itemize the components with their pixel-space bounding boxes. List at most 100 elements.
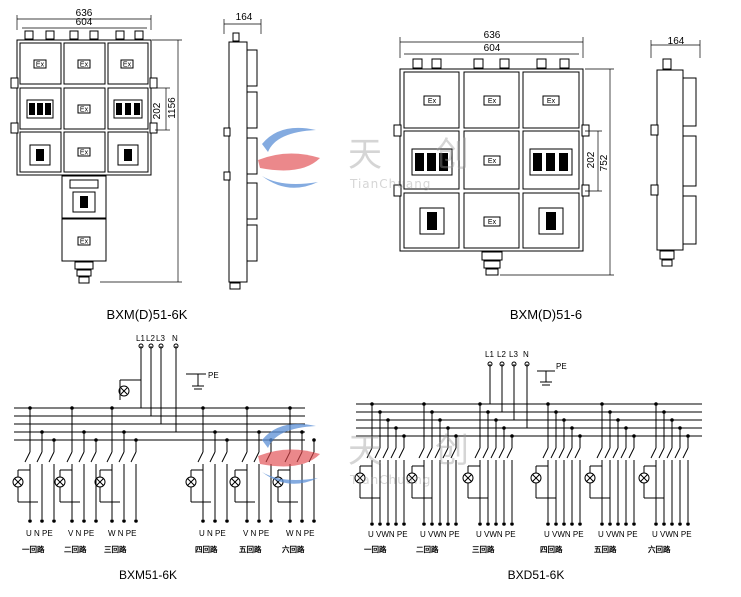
terminal-labels: U VWN PE	[598, 530, 638, 539]
dim-202-a: 202	[152, 102, 163, 119]
switch-contact	[390, 447, 397, 459]
pe-label: PE	[208, 371, 219, 380]
terminal-dot	[82, 519, 86, 523]
switch-contact	[382, 447, 389, 459]
terminal-dot	[94, 519, 98, 523]
switch-contact	[130, 451, 137, 463]
switch-contact	[482, 447, 489, 459]
terminal-dot	[288, 519, 292, 523]
dim-636-b: 636	[484, 30, 501, 41]
terminal-dot	[662, 522, 666, 526]
terminal-dot	[454, 522, 458, 526]
terminal-labels: U VWN PE	[476, 530, 516, 539]
ex-label: Ex	[80, 62, 89, 69]
switch-contact	[474, 447, 481, 459]
dim-202-b: 202	[586, 151, 597, 168]
circuit-2: V N PE 二回路	[54, 406, 98, 554]
watermark-top: 天 创 TianChuang	[258, 127, 469, 191]
switch-contact	[78, 451, 85, 463]
terminal-dot	[422, 522, 426, 526]
watermark-cn-2: 创	[435, 135, 469, 175]
terminal-dot	[616, 522, 620, 526]
circuit-name: 五回路	[239, 544, 262, 554]
terminal-dot	[438, 522, 442, 526]
terminal-dot	[52, 519, 56, 523]
bxmd-6-front-view: 636 604 Ex Ex Ex Ex Ex	[393, 30, 614, 322]
terminal-dot	[370, 522, 374, 526]
circuit-name: 二回路	[416, 544, 439, 554]
ex-label: Ex	[123, 62, 132, 69]
switch-contact	[596, 447, 603, 459]
circuit-name: 四回路	[540, 544, 563, 554]
switch-contact	[604, 447, 611, 459]
switch-contact	[374, 447, 381, 459]
ex-label: Ex	[488, 219, 497, 226]
circuit-name: 一回路	[22, 544, 45, 554]
terminal-dot	[546, 522, 550, 526]
switch-contact	[66, 451, 73, 463]
terminal-dot	[201, 519, 205, 523]
terminal-dot	[486, 522, 490, 526]
switch-contact	[209, 451, 216, 463]
terminal-dot	[402, 522, 406, 526]
terminal-dot	[600, 522, 604, 526]
bus-label-l1: L1	[485, 350, 494, 359]
switch-contact	[506, 447, 513, 459]
terminal-dot	[446, 522, 450, 526]
switch-contact	[418, 447, 425, 459]
switch-contact	[566, 447, 573, 459]
terminal-dot	[430, 522, 434, 526]
terminal-dot	[269, 519, 273, 523]
switch-contact	[612, 447, 619, 459]
terminal-dot	[394, 522, 398, 526]
terminal-dot	[578, 522, 582, 526]
watermark-en: TianChuang	[349, 473, 431, 487]
switch-contact	[450, 447, 457, 459]
terminal-dot	[245, 519, 249, 523]
switch-contact	[90, 451, 97, 463]
bus-label-l2: L2	[497, 350, 506, 359]
terminal-dot	[624, 522, 628, 526]
terminal-dot	[562, 522, 566, 526]
circuit-name: 二回路	[64, 544, 87, 554]
switch-contact	[36, 451, 43, 463]
switch-contact	[550, 447, 557, 459]
watermark-cn-1: 天	[348, 135, 382, 175]
terminal-dot	[478, 522, 482, 526]
switch-contact	[442, 447, 449, 459]
bus-label-n: N	[172, 334, 178, 343]
dim-752: 752	[599, 154, 610, 171]
bxmd-6k-front-view: 636 604 Ex Ex Ex Ex Ex	[10, 8, 188, 322]
terminal-dot	[570, 522, 574, 526]
ex-label: Ex	[547, 98, 556, 105]
switch-contact	[197, 451, 204, 463]
switch-contact	[658, 447, 665, 459]
dim-636-a: 636	[76, 8, 93, 19]
bus-label-l3: L3	[156, 334, 165, 343]
dim-1156: 1156	[167, 97, 178, 119]
switch-contact	[558, 447, 565, 459]
watermark-cn-2: 创	[435, 431, 469, 471]
terminal-dot	[257, 519, 261, 523]
terminal-dot	[40, 519, 44, 523]
terminal-labels: U N PE	[26, 529, 53, 538]
terminal-dot	[510, 522, 514, 526]
switch-contact	[118, 451, 125, 463]
terminal-labels: V N PE	[68, 529, 94, 538]
switch-contact	[490, 447, 497, 459]
switch-contact	[574, 447, 581, 459]
ex-label: Ex	[488, 158, 497, 165]
terminal-dot	[494, 522, 498, 526]
terminal-dot	[225, 519, 229, 523]
switch-contact	[253, 451, 260, 463]
switch-contact	[620, 447, 627, 459]
switch-contact	[666, 447, 673, 459]
terminal-labels: U VWN PE	[652, 530, 692, 539]
